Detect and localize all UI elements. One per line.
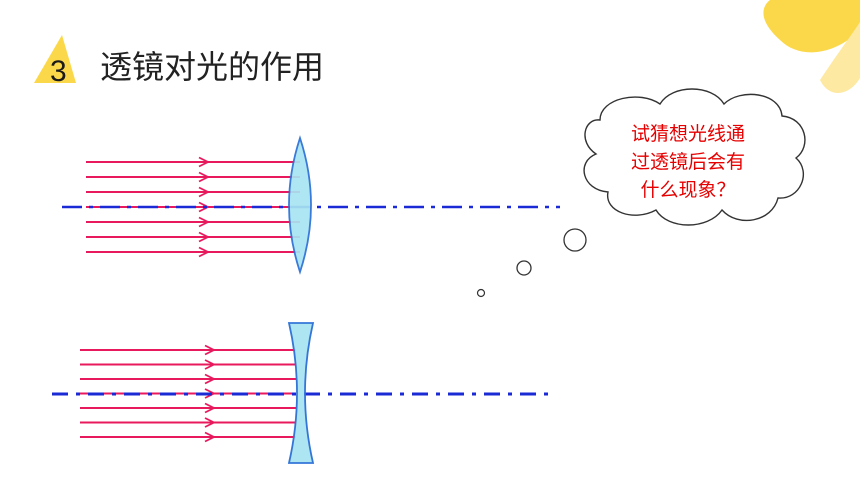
concave-ray-arrow-4: [204, 388, 217, 399]
corner-yellow-shape: [763, 0, 860, 53]
concave-ray-arrow-6: [204, 417, 217, 428]
section-title: 透镜对光的作用: [100, 48, 324, 86]
convex-ray-arrow-4: [198, 201, 211, 213]
convex-ray-arrow-7: [198, 246, 211, 258]
convex-ray-arrow-1: [198, 156, 211, 168]
thought-bubble: 试猜想光线通 过透镜后会有 什么现象？: [476, 88, 806, 298]
convex-ray-arrow-5: [198, 216, 211, 228]
concave-ray-arrow-5: [204, 402, 217, 414]
section-number: 3: [50, 55, 67, 88]
thought-dot-medium: [516, 260, 532, 276]
corner-decoration: [763, 0, 860, 93]
concave-lens: [287, 322, 315, 464]
thought-cloud: [583, 88, 806, 226]
section-header: 3 透镜对光的作用: [34, 35, 324, 88]
concave-ray-arrow-7: [204, 431, 217, 443]
convex-ray-arrow-2: [198, 171, 211, 183]
bubble-line-1: 试猜想光线通: [631, 123, 745, 145]
thought-dot-small: [476, 288, 486, 298]
thought-dot-large: [563, 228, 587, 252]
bubble-line-2: 过透镜后会有: [631, 151, 745, 173]
bubble-line-3: 什么现象？: [640, 179, 735, 201]
concave-ray-arrow-1: [204, 344, 217, 356]
convex-ray-arrow-3: [198, 186, 211, 198]
convex-ray-arrow-6: [198, 231, 211, 243]
concave-rays: [80, 344, 296, 443]
concave-lens-diagram: [52, 322, 550, 464]
corner-light-shape: [820, 22, 860, 93]
concave-ray-arrow-2: [204, 359, 217, 370]
convex-lens: [288, 135, 312, 275]
convex-lens-diagram: [62, 135, 560, 275]
concave-ray-arrow-3: [204, 373, 217, 385]
section-number-triangle: [34, 35, 76, 83]
